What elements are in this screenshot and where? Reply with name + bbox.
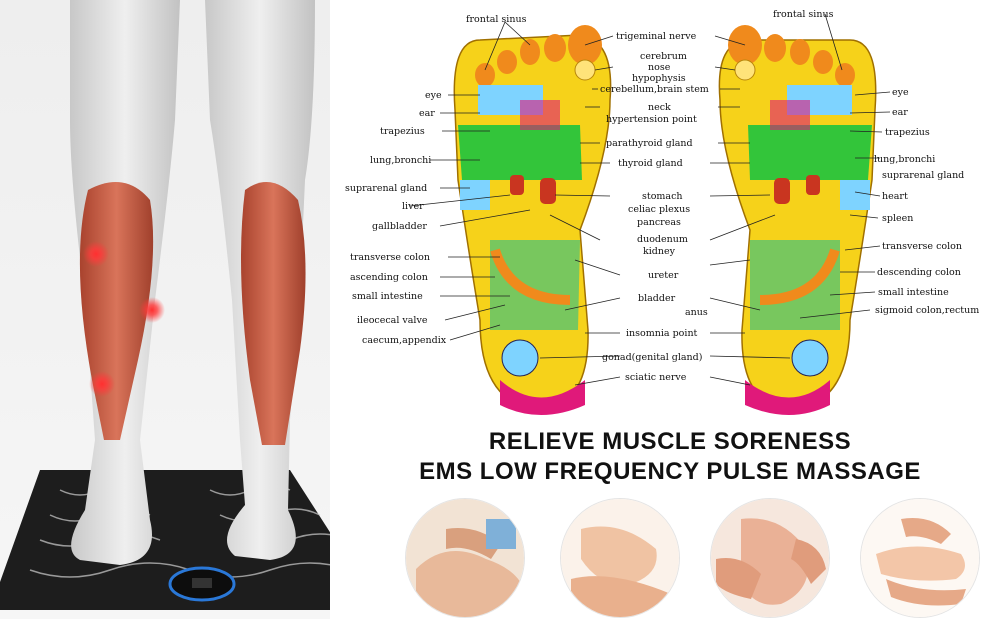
label-thyroid: thyroid gland bbox=[618, 158, 683, 169]
label-transverse-colon-right: transverse colon bbox=[882, 241, 962, 252]
label-ureter: ureter bbox=[648, 270, 679, 281]
label-gallbladder: gallbladder bbox=[372, 221, 427, 232]
label-caecum: caecum,appendix bbox=[362, 335, 447, 346]
label-neck: neck bbox=[648, 102, 671, 113]
label-parathyroid: parathyroid gland bbox=[606, 138, 693, 149]
label-eye-left: eye bbox=[425, 90, 442, 101]
label-trapezius-left: trapezius bbox=[380, 126, 425, 137]
pulse-point-1 bbox=[83, 241, 109, 267]
label-duodenum: duodenum bbox=[637, 234, 688, 245]
label-frontal-sinus-left: frontal sinus bbox=[466, 14, 527, 25]
label-lung-left: lung,bronchi bbox=[370, 155, 432, 166]
label-transverse-colon-left: transverse colon bbox=[350, 252, 430, 263]
label-sigmoid: sigmoid colon,rectum bbox=[875, 305, 980, 316]
pulse-point-3 bbox=[89, 371, 115, 397]
label-sciatic: sciatic nerve bbox=[625, 372, 687, 383]
leader-lines bbox=[409, 13, 891, 386]
label-suprarenal-right: suprarenal gland bbox=[882, 170, 965, 181]
label-heart: heart bbox=[882, 191, 908, 202]
label-trigeminal: trigeminal nerve bbox=[616, 31, 697, 42]
label-ear-left: ear bbox=[419, 108, 435, 119]
headline-line-2: EMS LOW FREQUENCY PULSE MASSAGE bbox=[419, 458, 921, 485]
legs-illustration bbox=[0, 0, 330, 610]
label-bladder: bladder bbox=[638, 293, 676, 304]
pulse-point-2 bbox=[139, 297, 165, 323]
label-small-intestine-right: small intestine bbox=[878, 287, 949, 298]
label-lung-right: lung,bronchi bbox=[874, 154, 936, 165]
label-ileocecal: ileocecal valve bbox=[357, 315, 428, 326]
label-gonad: gonad(genital gland) bbox=[602, 352, 703, 363]
massage-photo-2 bbox=[560, 498, 680, 618]
label-cerebrum: cerebrum bbox=[640, 51, 687, 62]
label-eye-right: eye bbox=[892, 87, 909, 98]
label-trapezius-right: trapezius bbox=[885, 127, 930, 138]
label-pancreas: pancreas bbox=[637, 217, 681, 228]
reflexology-feet bbox=[409, 13, 891, 415]
label-ascending-colon: ascending colon bbox=[350, 272, 428, 283]
label-insomnia: insomnia point bbox=[626, 328, 698, 339]
label-spleen: spleen bbox=[882, 213, 914, 224]
label-kidney: kidney bbox=[643, 246, 675, 257]
label-hypophysis: hypophysis bbox=[632, 73, 686, 84]
label-nose: nose bbox=[648, 62, 671, 73]
label-liver: liver bbox=[402, 201, 424, 212]
left-foot-sole bbox=[453, 25, 612, 415]
massage-photo-1 bbox=[405, 498, 525, 618]
right-calf-muscle bbox=[241, 182, 306, 445]
label-stomach: stomach bbox=[642, 191, 683, 202]
label-suprarenal-left: suprarenal gland bbox=[345, 183, 428, 194]
label-small-intestine-left: small intestine bbox=[352, 291, 423, 302]
right-foot-sole bbox=[718, 25, 877, 415]
label-anus: anus bbox=[685, 307, 708, 318]
legs-on-mat-photo bbox=[0, 0, 330, 619]
foot-reflexology-chart: frontal sinus eye ear trapezius lung,bro… bbox=[330, 0, 1000, 420]
label-hypertension: hypertension point bbox=[606, 114, 697, 125]
massage-photo-3 bbox=[710, 498, 830, 618]
massage-photo-4 bbox=[860, 498, 980, 618]
label-celiac: celiac plexus bbox=[628, 204, 691, 215]
headline-line-1: RELIEVE MUSCLE SORENESS bbox=[488, 428, 852, 455]
label-descending-colon: descending colon bbox=[877, 267, 961, 278]
label-cerebellum: cerebellum,brain stem bbox=[600, 84, 709, 95]
label-frontal-sinus-right: frontal sinus bbox=[773, 9, 834, 20]
label-ear-right: ear bbox=[892, 107, 908, 118]
